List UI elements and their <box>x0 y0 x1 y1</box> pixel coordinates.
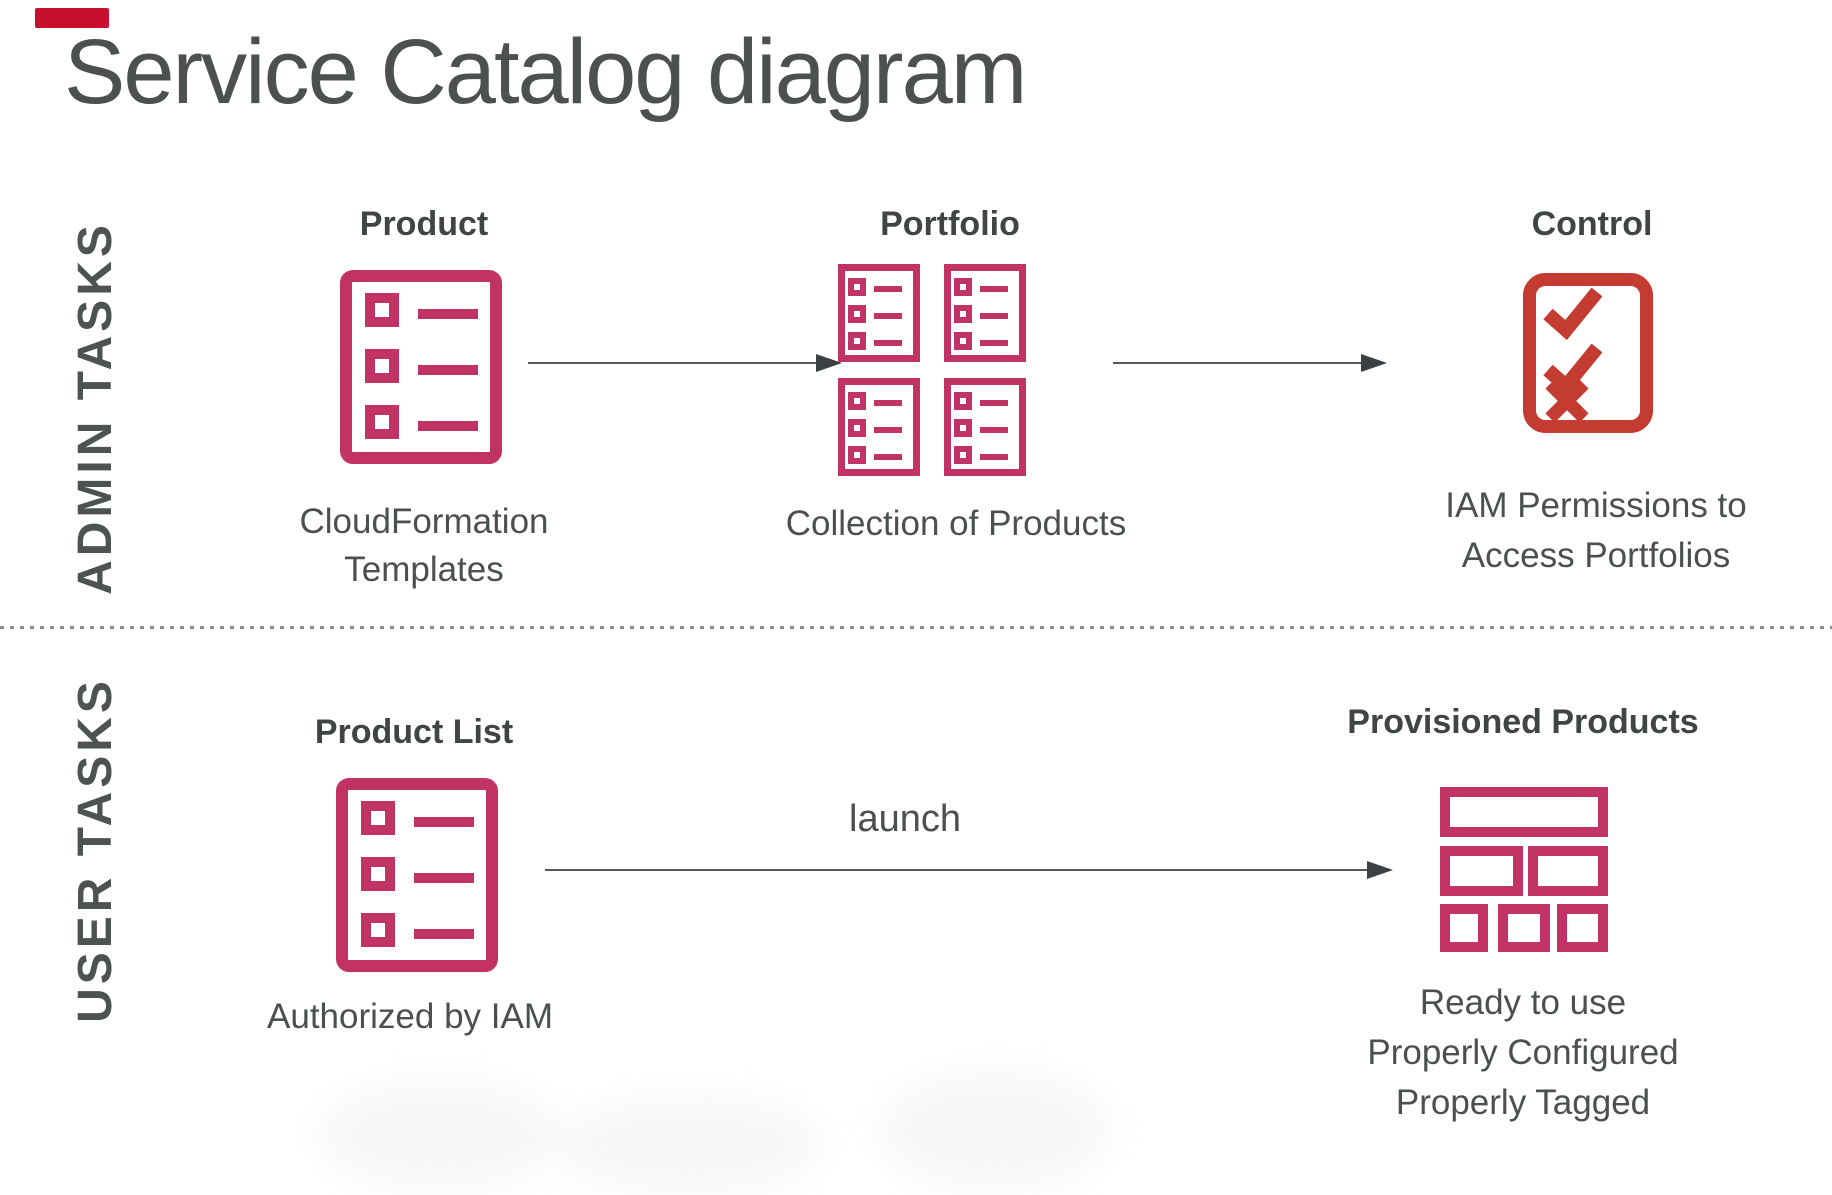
user-tasks-label: USER TASKS <box>69 677 122 1023</box>
watermark-blob <box>560 1095 820 1195</box>
product-list-caption: Authorized by IAM <box>150 993 670 1041</box>
portfolio-icon <box>838 264 1026 476</box>
product-icon <box>340 270 502 464</box>
arrow-portfolio-to-control <box>1113 354 1387 372</box>
control-checklist-icon <box>1522 272 1654 434</box>
dotted-separator <box>0 626 1832 629</box>
caption-line: IAM Permissions to <box>1445 486 1747 525</box>
watermark-blob <box>320 1080 560 1190</box>
check-icon <box>1543 287 1603 341</box>
caption-line: Properly Tagged <box>1395 1083 1651 1122</box>
page-title: Service Catalog diagram <box>64 21 1027 123</box>
control-caption: IAM Permissions to Access Portfolios <box>1336 481 1832 581</box>
mini-list-icon <box>944 378 1026 476</box>
caption-line: Ready to use <box>1419 983 1627 1022</box>
caption-line: Authorized by IAM <box>267 997 553 1036</box>
caption-line: CloudFormation <box>299 502 549 541</box>
portfolio-title: Portfolio <box>880 205 1020 243</box>
mini-list-icon <box>944 264 1026 362</box>
caption-line: Templates <box>344 550 504 589</box>
caption-line: Properly Configured <box>1367 1033 1679 1072</box>
check-icon <box>1543 343 1603 397</box>
admin-tasks-label: ADMIN TASKS <box>69 221 122 595</box>
caption-line: Access Portfolios <box>1461 536 1731 575</box>
product-list-title: Product List <box>314 713 514 751</box>
product-list-icon <box>336 778 498 972</box>
watermark-blob <box>880 1070 1110 1190</box>
provisioned-products-caption: Ready to use Properly Configured Properl… <box>1263 978 1783 1128</box>
provisioned-products-title: Provisioned Products <box>1347 703 1699 741</box>
product-title: Product <box>359 205 489 243</box>
x-icon <box>1545 379 1589 423</box>
mini-list-icon <box>838 378 920 476</box>
mini-list-icon <box>838 264 920 362</box>
arrow-launch <box>545 861 1393 879</box>
red-marker <box>35 8 109 28</box>
caption-line: Collection of Products <box>785 504 1127 543</box>
arrow-product-to-portfolio <box>528 354 842 372</box>
launch-label: launch <box>849 798 961 840</box>
product-caption: CloudFormation Templates <box>164 498 684 594</box>
control-title: Control <box>1531 205 1653 243</box>
portfolio-caption: Collection of Products <box>696 500 1216 548</box>
provisioned-products-icon <box>1440 787 1608 954</box>
